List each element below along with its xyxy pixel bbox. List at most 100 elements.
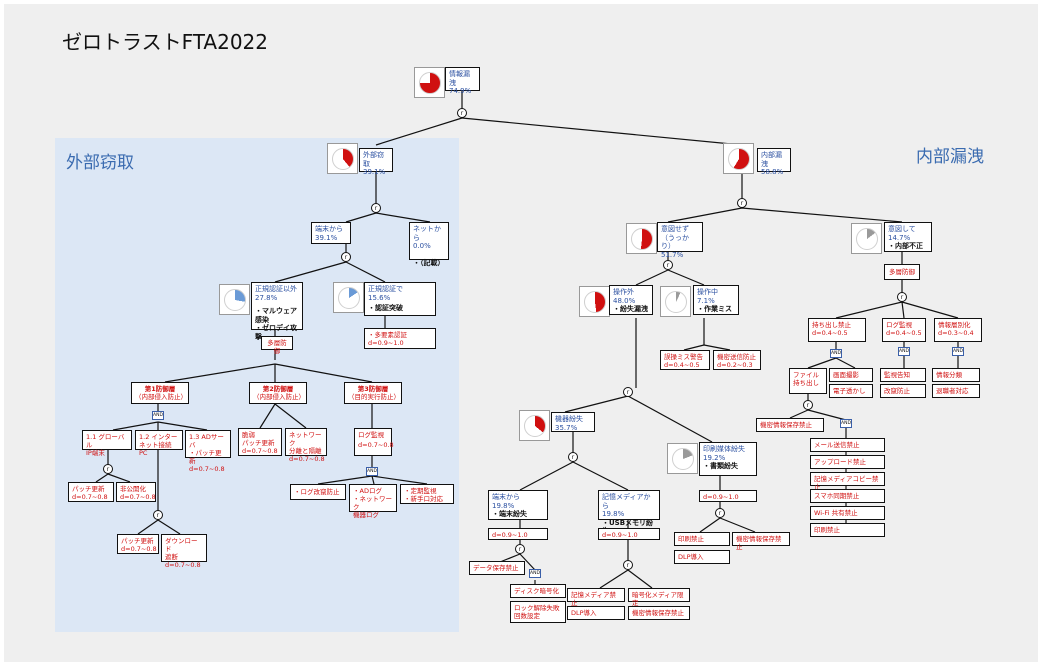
countermeasure-term-d[interactable]: d=0.9~1.0 <box>488 528 548 540</box>
node-bullet: ・作業ミス <box>697 305 732 313</box>
node-print-loss[interactable]: 印刷媒体紛失 19.2% ・書類紛失 <box>699 442 757 476</box>
countermeasure-c11[interactable]: 1.1 グローバル IP端末 <box>82 430 132 457</box>
countermeasure-ad-log[interactable]: ・ADログ ・ネットワーク 機器ログ <box>349 484 397 519</box>
cm-value: d=0.7~0.8 <box>289 455 325 463</box>
or-gate: r <box>568 452 578 462</box>
defense-layer-3[interactable]: 第3防御層 （目的実行防止） <box>344 382 402 404</box>
node-outside-op[interactable]: 操作外 48.0% ・紛失漏洩 <box>609 285 653 315</box>
defense-layer-2[interactable]: 第2防御層 （内部侵入防止） <box>249 382 307 404</box>
cm-text: データ保存禁止 <box>473 564 519 572</box>
cm-text: 記憶メディアコピー禁止 <box>814 475 879 491</box>
countermeasure-confidential-send[interactable]: 機密送信防止 d=0.2~0.3 <box>713 350 761 370</box>
and-gate: AND <box>952 347 964 356</box>
node-internal[interactable]: 内部漏洩 58.8% <box>757 148 791 176</box>
countermeasure-mail-ban[interactable]: メール送信禁止 <box>810 438 885 452</box>
countermeasure-multilayer[interactable]: 多層防御 <box>261 336 293 355</box>
cm-text: 情報層別化 <box>938 321 971 329</box>
cm-text: ・ネットワーク <box>353 495 392 511</box>
countermeasure-lock-wipe[interactable]: ロック解除失敗 回数設定 <box>510 601 566 623</box>
countermeasure-screen-capture[interactable]: 画面撮影 <box>829 368 873 382</box>
cm-text: 誤操ミス警告 <box>664 353 703 361</box>
countermeasure-multilayer-int[interactable]: 多層防御 <box>884 264 920 280</box>
cm-text: 脆弱 <box>242 431 255 439</box>
node-bullet: ・ゼロデイ攻撃 <box>255 324 297 341</box>
countermeasure-c31[interactable]: ログ監視 d=0.7~0.8 <box>354 428 394 456</box>
countermeasure-periodic[interactable]: ・定期監視 ・新手口対応 <box>400 484 454 504</box>
countermeasure-print-d[interactable]: d=0.9~1.0 <box>699 490 757 502</box>
countermeasure-file-out[interactable]: ファイル 持ち出し <box>789 368 827 394</box>
countermeasure-mistake-alert[interactable]: 誤操ミス警告 d=0.4~0.5 <box>660 350 710 370</box>
countermeasure-print-ban-2[interactable]: 印刷禁止 <box>674 532 730 546</box>
and-gate: AND <box>840 419 852 428</box>
node-during-op[interactable]: 操作中 7.1% ・作業ミス <box>693 285 739 315</box>
countermeasure-dlp-1[interactable]: DLP導入 <box>674 550 730 564</box>
countermeasure-patch-2[interactable]: パッチ更新 d=0.7~0.8 <box>117 534 159 554</box>
countermeasure-info-class[interactable]: 情報層別化 d=0.3~0.4 <box>934 318 982 342</box>
countermeasure-data-store-ban[interactable]: データ保存禁止 <box>469 561 525 575</box>
countermeasure-c22[interactable]: ネットワーク 分離と隔離 d=0.7~0.8 <box>285 428 327 463</box>
countermeasure-confidential-store-3[interactable]: 機密情報保存禁止 <box>628 606 690 620</box>
node-auth[interactable]: 正規認証で 15.6% ・認証突破 <box>364 282 436 316</box>
countermeasure-monitor-notify[interactable]: 監視告知 <box>880 368 926 382</box>
countermeasure-wifi-ban[interactable]: Wi-Fi 共有禁止 <box>810 506 885 520</box>
countermeasure-info-seg[interactable]: 情報分類 <box>932 368 980 382</box>
countermeasure-download[interactable]: ダウンロード 遮断 d=0.7~0.8 <box>161 534 207 569</box>
node-title: 機器紛失 <box>555 415 583 423</box>
node-device-loss[interactable]: 機器紛失 35.7% <box>551 412 595 432</box>
pie-icon <box>851 223 882 254</box>
countermeasure-ewatermark[interactable]: 電子透かし <box>829 384 873 398</box>
countermeasure-c12[interactable]: 1.2 インター ネット接続PC <box>135 430 183 457</box>
countermeasure-vuln[interactable]: 非公開化 d=0.7~0.8 <box>116 482 156 502</box>
or-gate: r <box>737 198 747 208</box>
countermeasure-confidential-store[interactable]: 機密情報保存禁止 <box>756 418 824 432</box>
node-network[interactable]: ネットから 0.0% ・（記載） <box>409 222 449 267</box>
defense-layer-1[interactable]: 第1防御層 （内部侵入防止） <box>131 382 189 404</box>
node-top[interactable]: 情報漏洩 74.9% <box>445 67 480 95</box>
node-unintentional[interactable]: 意図せず （うっかり） 51.7% <box>657 222 703 259</box>
cm-text: 電子透かし <box>833 387 866 395</box>
node-terminal[interactable]: 端末から 39.1% <box>311 222 351 244</box>
countermeasure-print-ban[interactable]: 印刷禁止 <box>810 523 885 537</box>
node-from-media[interactable]: 記憶メディアから 19.8% ・USBメモリ紛失 <box>598 490 660 535</box>
countermeasure-upload-ban[interactable]: アップロード禁止 <box>810 455 885 469</box>
or-gate: r <box>715 508 725 518</box>
countermeasure-enc-media[interactable]: 暗号化メディア限定 <box>628 588 690 607</box>
countermeasure-media-copy-ban[interactable]: 記憶メディアコピー禁止 <box>810 472 885 491</box>
cm-text: アップロード禁止 <box>814 458 866 466</box>
node-from-terminal[interactable]: 端末から 19.8% ・端末紛失 <box>488 490 548 520</box>
node-title: 端末から <box>492 493 520 501</box>
countermeasure-c21[interactable]: 脆弱 パッチ更新 d=0.7~0.8 <box>238 428 282 456</box>
cm-text: ファイル <box>793 371 819 379</box>
countermeasure-dlp-2[interactable]: DLP導入 <box>567 606 625 620</box>
node-pct: 7.1% <box>697 296 715 305</box>
countermeasure-patch-1[interactable]: パッチ更新 d=0.7~0.8 <box>68 482 114 502</box>
countermeasure-multifactor[interactable]: ・多要素認証 d=0.9~1.0 <box>364 328 436 349</box>
cm-text: 機密情報保存禁止 <box>632 609 684 617</box>
node-external[interactable]: 外部窃取 39.1% <box>359 148 393 176</box>
or-gate: r <box>897 292 907 302</box>
cm-text: ダウンロード <box>165 537 198 553</box>
node-pct: 27.8% <box>255 293 278 302</box>
countermeasure-media-ban[interactable]: 記憶メディア禁止 <box>567 588 625 607</box>
node-bullet: ・認証突破 <box>368 304 403 312</box>
cm-text: 機器ログ <box>353 511 379 519</box>
countermeasure-confidential-store-2[interactable]: 機密情報保存禁止 <box>732 532 790 551</box>
countermeasure-retire[interactable]: 退職者対応 <box>932 384 980 398</box>
cm-value: d=0.9~1.0 <box>602 531 638 539</box>
countermeasure-media-d[interactable]: d=0.9~1.0 <box>598 528 660 540</box>
or-gate: r <box>663 260 673 270</box>
countermeasure-log-tamper[interactable]: ・ログ改竄防止 <box>290 484 346 500</box>
node-intentional[interactable]: 意図して 14.7% ・内部不正 <box>884 222 932 252</box>
or-gate: r <box>623 560 633 570</box>
cm-text: パッチ更新 <box>242 439 275 447</box>
cm-text: 多層防御 <box>267 339 287 355</box>
countermeasure-log-monitor[interactable]: ログ監視 d=0.4~0.5 <box>882 318 926 342</box>
countermeasure-take-out[interactable]: 持ち出し禁止 d=0.4~0.5 <box>808 318 866 342</box>
countermeasure-tamper[interactable]: 改竄防止 <box>880 384 926 398</box>
node-bullet: ・端末紛失 <box>492 510 527 518</box>
countermeasure-phone-sync-ban[interactable]: スマホ同期禁止 <box>810 489 885 503</box>
node-pct: 39.1% <box>315 233 338 242</box>
countermeasure-disk-encrypt[interactable]: ディスク暗号化 <box>510 584 566 598</box>
countermeasure-c13[interactable]: 1.3 ADサーバ ・パッチ更新 d=0.7~0.8 <box>185 430 231 473</box>
node-not-auth[interactable]: 正規認証以外 27.8% ・マルウェア感染 ・ゼロデイ攻撃 <box>251 282 303 341</box>
